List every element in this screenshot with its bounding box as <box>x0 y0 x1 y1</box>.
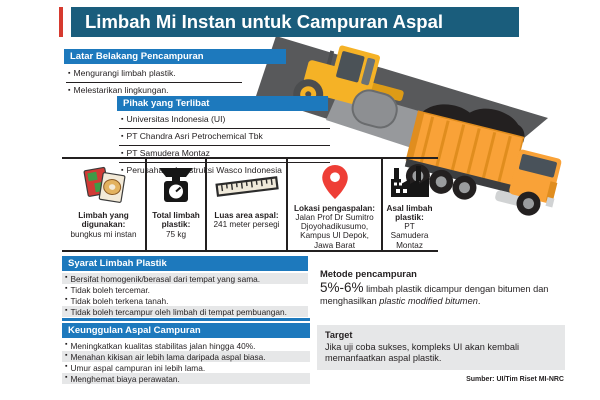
target-header: Target <box>325 330 353 340</box>
truck-window <box>518 154 557 178</box>
pihak-terlibat-list: Universitas Indonesia (UI) PT Chandra As… <box>119 112 330 179</box>
asphalt-load <box>418 104 525 143</box>
factory-icon <box>389 162 431 202</box>
rolled-asphalt-patch <box>326 88 436 152</box>
roller-drum <box>351 89 398 129</box>
section-header-latar-belakang: Latar Belakang Pencampuran <box>64 49 286 64</box>
list-item: Menghemat biaya perawatan. <box>62 373 310 384</box>
keunggulan-list: Meningkatkan kualitas stabilitas jalan h… <box>62 340 310 384</box>
fact-total-waste: Total limbah plastik: 75 kg <box>147 159 207 250</box>
list-item: Umur aspal campuran ini lebih lama. <box>62 362 310 373</box>
fact-asphalt-area: Luas area aspal: 241 meter persegi <box>207 159 288 250</box>
fact-label: Total limbah plastik: <box>152 211 200 230</box>
cab-window <box>336 51 365 83</box>
list-item: Melestarikan lingkungan. <box>66 83 242 99</box>
title-red-accent <box>59 7 63 37</box>
metode-pencampuran-block: Metode pencampuran 5%-6% limbah plastik … <box>320 268 568 307</box>
list-item: PT Chandra Asri Petrochemical Tbk <box>119 129 330 146</box>
fact-label: Asal limbah plastik: <box>386 203 433 222</box>
metode-term: plastic modified bitumen <box>379 295 478 306</box>
page-title: Limbah Mi Instan untuk Campuran Aspal <box>71 7 519 37</box>
list-item: Universitas Indonesia (UI) <box>119 112 330 129</box>
list-item: Menahan kikisan air lebih lama daripada … <box>62 351 310 362</box>
list-item: Meningkatkan kualitas stabilitas jalan h… <box>62 340 310 351</box>
syarat-list: Bersifat homogenik/berasal dari tempat y… <box>62 273 308 317</box>
fact-location: Lokasi pengaspalan: Jalan Prof Dr Sumitr… <box>288 159 383 250</box>
fact-value: bungkus mi instan <box>70 229 137 239</box>
fact-waste-used: Limbah yang digunakan: bungkus mi instan <box>62 159 147 250</box>
fact-value: Jalan Prof Dr Sumitro Djoyohadikusumo, K… <box>295 212 374 250</box>
list-item: Perusahaan konstruksi Wasco Indonesia <box>119 163 330 179</box>
target-box: Target Jika uji coba sukses, kompleks UI… <box>317 325 565 370</box>
source-credit: Sumber: UI/Tim Riset MI-NRC <box>466 376 564 383</box>
map-pin-icon <box>321 162 348 202</box>
fact-value: 241 meter persegi <box>213 220 280 230</box>
list-item: Tidak boleh tercampur oleh limbah di tem… <box>62 306 308 317</box>
metode-percentage: 5%-6% <box>320 280 364 295</box>
metode-text: 5%-6% limbah plastik dicampur dengan bit… <box>320 280 549 306</box>
ruler-icon <box>214 162 280 209</box>
facts-row: Limbah yang digunakan: bungkus mi instan… <box>62 157 438 252</box>
section-header-syarat: Syarat Limbah Plastik <box>62 256 308 271</box>
fact-value: PT Samudera Montaz <box>390 222 429 250</box>
fuel-tank <box>495 190 522 206</box>
section-header-keunggulan: Keunggulan Aspal Campuran <box>62 323 310 338</box>
scale-icon <box>158 162 194 209</box>
noodle-packs-icon <box>81 162 127 209</box>
fact-value: 75 kg <box>165 229 187 239</box>
list-item: Bersifat homogenik/berasal dari tempat y… <box>62 273 308 284</box>
latar-belakang-list: Mengurangi limbah plastik. Melestarikan … <box>66 66 242 99</box>
target-text: Jika uji coba sukses, kompleks UI akan k… <box>325 341 520 364</box>
list-item: Tidak boleh tercemar. <box>62 284 308 295</box>
fact-label: Lokasi pengaspalan: <box>294 203 375 213</box>
metode-header: Metode pencampuran <box>320 268 417 279</box>
fact-label: Luas area aspal: <box>214 211 279 220</box>
fact-waste-origin: Asal limbah plastik: PT Samudera Montaz <box>383 159 436 250</box>
list-item: Tidak boleh terkena tanah. <box>62 295 308 306</box>
section-header-pihak-terlibat: Pihak yang Terlibat <box>117 96 328 111</box>
list-item: Mengurangi limbah plastik. <box>66 66 242 83</box>
section-divider <box>62 318 310 321</box>
fact-label: Limbah yang digunakan: <box>78 211 129 230</box>
